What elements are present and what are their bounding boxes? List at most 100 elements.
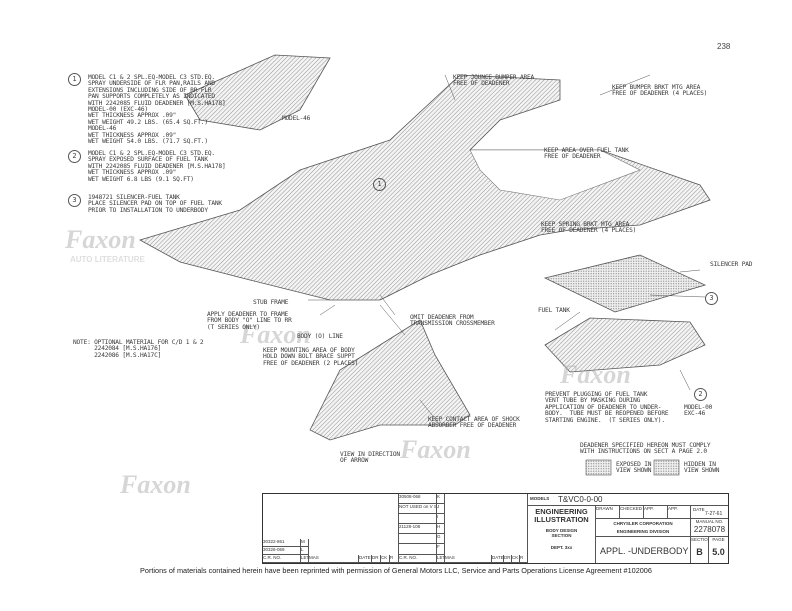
page-box: PAGE 5.0 xyxy=(709,537,728,563)
page-value: 5.0 xyxy=(712,547,725,557)
watermark-logo: Faxon xyxy=(240,320,311,349)
rev-header: CK xyxy=(512,555,520,563)
rev-header: R xyxy=(520,555,527,563)
rev-letter: J xyxy=(437,504,445,514)
watermark-logo: Faxon xyxy=(120,470,191,499)
leader-lines xyxy=(308,74,706,426)
legend-hidden-label: HIDDEN IN VIEW SHOWN xyxy=(684,461,720,475)
models-label: MODELS xyxy=(530,496,550,501)
division-name: ENGINEERING DIVISION xyxy=(616,529,670,534)
rev-letter: I xyxy=(437,514,445,524)
revision-table-right: 30508-068 K NOT USED on V SER. J I 21128… xyxy=(399,494,528,563)
permission-caption: Portions of materials contained herein h… xyxy=(140,566,652,575)
rev-cr-no: 30326-069 xyxy=(263,547,301,555)
callout-view-arrow: VIEW IN DIRECTION OF ARROW xyxy=(340,451,400,465)
callout-circle-2: 2 xyxy=(694,388,707,401)
rev-letter: G xyxy=(437,534,445,544)
legend-hidden-swatch xyxy=(653,459,680,476)
date-label: DATE xyxy=(693,507,705,512)
rev-cr-no: 30322-861 xyxy=(263,539,301,547)
note-2-text: MODEL C1 & 2 SPL.EQ-MODEL C3 STD.EQ. SPR… xyxy=(88,150,226,183)
page-number: 238 xyxy=(717,42,731,51)
underbody-floor-pan xyxy=(138,74,711,301)
rev-header: MAS xyxy=(445,555,492,563)
engineering-illustration-box: ENGINEERING ILLUSTRATION BODY DESIGN SEC… xyxy=(528,506,596,563)
rev-cr-no: NOT USED on V SER. xyxy=(399,504,437,514)
rev-header: C.R. NO. xyxy=(399,555,437,563)
callout-model-00: MODEL-00 EXC-46 xyxy=(684,404,713,418)
callout-spring-brkt: KEEP SPRING BRKT MTG AREA FREE OF DEADEN… xyxy=(541,221,637,235)
model-46-panel xyxy=(184,54,331,131)
manual-no-label: MANUAL NO. xyxy=(695,519,724,524)
rev-header: DR xyxy=(372,555,381,563)
drawing-title-box: APPL. -UNDERBODY xyxy=(596,537,691,563)
silencer-pad xyxy=(543,254,707,313)
note-number: 2 xyxy=(68,150,81,163)
note-number: 1 xyxy=(68,73,81,86)
drawing-title: APPL. -UNDERBODY xyxy=(600,546,689,556)
company-name: CHRYSLER CORPORATION xyxy=(613,521,673,526)
date-value: 7-27-61 xyxy=(705,511,723,517)
watermark-logo: Faxon xyxy=(560,360,631,389)
rev-header: MAS xyxy=(309,555,359,563)
fuel-tank-area xyxy=(469,149,641,201)
revision-table-left: 30322-861 M 30326-069 L C.R. NO. LET MAS… xyxy=(263,494,399,563)
note-1-text: MODEL C1 & 2 SPL.EQ-MODEL C3 STD.EQ. SPR… xyxy=(88,74,226,146)
watermark-logo: Faxon xyxy=(400,435,471,464)
legend-exposed-swatch xyxy=(585,459,612,476)
date-box: DATE 7-27-61 xyxy=(691,494,728,519)
rev-cr-no: 30508-068 xyxy=(399,494,437,504)
checked-label: CHECKED xyxy=(620,506,644,519)
callout-mounting-area: KEEP MOUNTING AREA OF BODY HOLD DOWN BOL… xyxy=(263,347,359,367)
callout-apply-deadener: APPLY DEADENER TO FRAME FROM BODY "O" LI… xyxy=(207,311,292,331)
manual-no-box: MANUAL NO. 2278078 xyxy=(691,519,728,537)
legend-exposed-label: EXPOSED IN VIEW SHOWN xyxy=(616,461,652,475)
rev-header: DATE xyxy=(492,555,504,563)
rev-header: DR xyxy=(504,555,512,563)
callout-model-46: MODEL-46 xyxy=(282,115,311,122)
callout-stub-frame: STUB FRAME xyxy=(253,299,289,306)
rev-cr-no xyxy=(399,534,437,544)
company-box: CHRYSLER CORPORATION ENGINEERING DIVISIO… xyxy=(596,519,691,537)
rev-header: C.R. NO. xyxy=(263,555,301,563)
models-value: T&VC0-0-00 xyxy=(558,495,603,504)
callout-shock: KEEP CONTACT AREA OF SHOCK ABSORBER FREE… xyxy=(428,416,520,430)
rev-header: R xyxy=(390,555,398,563)
rev-letter: H xyxy=(437,524,445,534)
body-design-label: BODY DESIGN SECTION xyxy=(545,528,578,538)
note-3-text: 1948721 SILENCER-FUEL TANK PLACE SILENCE… xyxy=(88,194,222,214)
rev-header: CK xyxy=(381,555,390,563)
optional-material-note: NOTE: OPTIONAL MATERIAL FOR C/D 1 & 2 22… xyxy=(73,339,204,359)
rev-letter: M xyxy=(301,539,309,547)
callout-circle-1: 1 xyxy=(373,178,386,191)
app-label: APP. xyxy=(668,506,691,519)
manual-no-value: 2278078 xyxy=(693,525,726,534)
section-label: SECTION xyxy=(691,537,708,542)
callout-body-line: BODY (O) LINE xyxy=(297,333,343,340)
eng-illus-label: ENGINEERING ILLUSTRATION xyxy=(534,507,589,524)
rev-letter: L xyxy=(301,547,309,555)
rev-header: LET xyxy=(301,555,309,563)
callout-fuel-tank-area: KEEP AREA OVER FUEL TANK FREE OF DEADENE… xyxy=(544,147,629,161)
models-row: MODELS T&VC0-0-00 xyxy=(528,494,728,506)
title-block: 30322-861 M 30326-069 L C.R. NO. LET MAS… xyxy=(262,493,729,564)
page-label: PAGE xyxy=(712,537,725,542)
watermark-sub: AUTO LITERATURE xyxy=(70,255,145,264)
rev-cr-no xyxy=(399,544,437,555)
watermark-logo: Faxon xyxy=(65,225,136,254)
callout-silencer-pad: SILENCER PAD xyxy=(710,261,753,268)
rev-cr-no xyxy=(399,514,437,524)
section-box: SECTION B xyxy=(691,537,709,563)
note-number: 3 xyxy=(68,194,81,207)
fuel-tank-drawing xyxy=(544,317,706,373)
app-label: APP. xyxy=(644,506,668,519)
dept-label: DEPT. 3xx xyxy=(550,545,573,550)
rear-section-drawing xyxy=(309,319,471,441)
section-value: B xyxy=(696,547,703,557)
rev-letter: K xyxy=(437,494,445,504)
callout-prevent-plugging: PREVENT PLUGGING OF FUEL TANK VENT TUBE … xyxy=(545,391,669,424)
callout-fuel-tank: FUEL TANK xyxy=(538,307,570,314)
callout-omit-deadener: OMIT DEADENER FROM TRANSMISSION CROSSMEM… xyxy=(410,314,495,328)
callout-jounce: KEEP JOUNCE BUMPER AREA FREE OF DEADENER xyxy=(453,74,535,88)
